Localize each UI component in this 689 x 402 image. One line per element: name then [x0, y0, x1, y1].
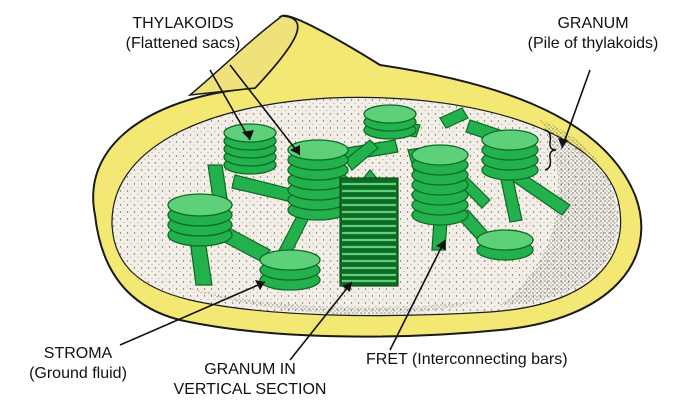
label-granum-vertical-section-line1: GRANUM IN: [145, 360, 355, 380]
granum-stack: [364, 105, 416, 139]
label-granum-desc: (Pile of thylakoids): [508, 34, 678, 54]
label-fret-text: FRET (Interconnecting bars): [366, 350, 606, 370]
granum-stack: [412, 145, 468, 225]
label-granum-title: GRANUM: [508, 14, 678, 34]
label-stroma: STROMA (Ground fluid): [8, 344, 148, 384]
label-thylakoids-title: THYLAKOIDS: [108, 14, 258, 34]
granum-stack: [477, 230, 533, 260]
label-granum-vertical-section: GRANUM IN VERTICAL SECTION: [145, 360, 355, 400]
label-stroma-desc: (Ground fluid): [8, 364, 148, 384]
label-granum: GRANUM (Pile of thylakoids): [508, 14, 678, 54]
label-fret: FRET (Interconnecting bars): [366, 350, 606, 370]
granum-vertical-section: [340, 178, 398, 286]
granum-stack: [168, 194, 232, 246]
label-thylakoids: THYLAKOIDS (Flattened sacs): [108, 14, 258, 54]
label-stroma-title: STROMA: [8, 344, 148, 364]
label-thylakoids-desc: (Flattened sacs): [108, 34, 258, 54]
label-granum-vertical-section-line2: VERTICAL SECTION: [145, 380, 355, 400]
granum-stack: [482, 130, 538, 180]
granum-stack: [260, 250, 320, 290]
